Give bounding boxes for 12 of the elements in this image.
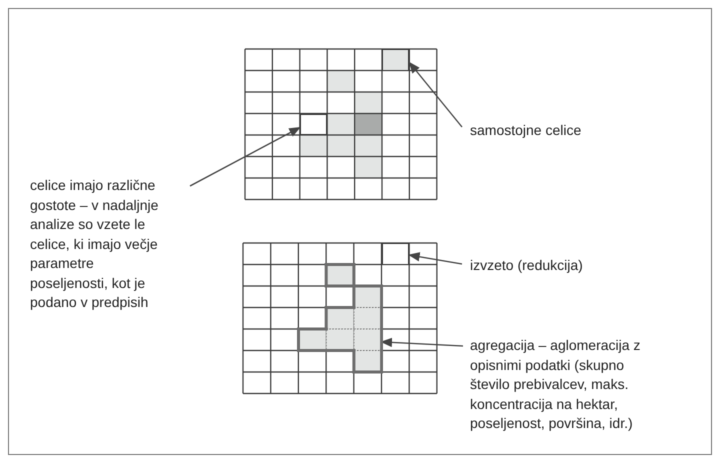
callout-text: samostojne celice xyxy=(470,121,670,140)
leader-line xyxy=(190,126,301,187)
leader-line xyxy=(380,338,464,348)
callout-text: izvzeto (redukcija) xyxy=(470,256,670,276)
leader-line xyxy=(408,252,462,265)
grid-cell xyxy=(382,49,410,70)
callout-text: celice imajo različne gostote – v nadaljnje analize so vzete le celice, ki imajo večje parametre poseljenosti, kot je podano v predpisih xyxy=(30,176,170,312)
grid-cell xyxy=(300,114,328,135)
aggregated-cells xyxy=(296,263,383,374)
leader-line xyxy=(408,62,462,128)
callout-text: agregacija – aglomeracija z opisnimi podatki (skupno število prebivalcev, maks. koncentracija na hektar, poseljenost, površina, idr.) xyxy=(470,336,660,434)
grid-cell xyxy=(382,243,410,264)
